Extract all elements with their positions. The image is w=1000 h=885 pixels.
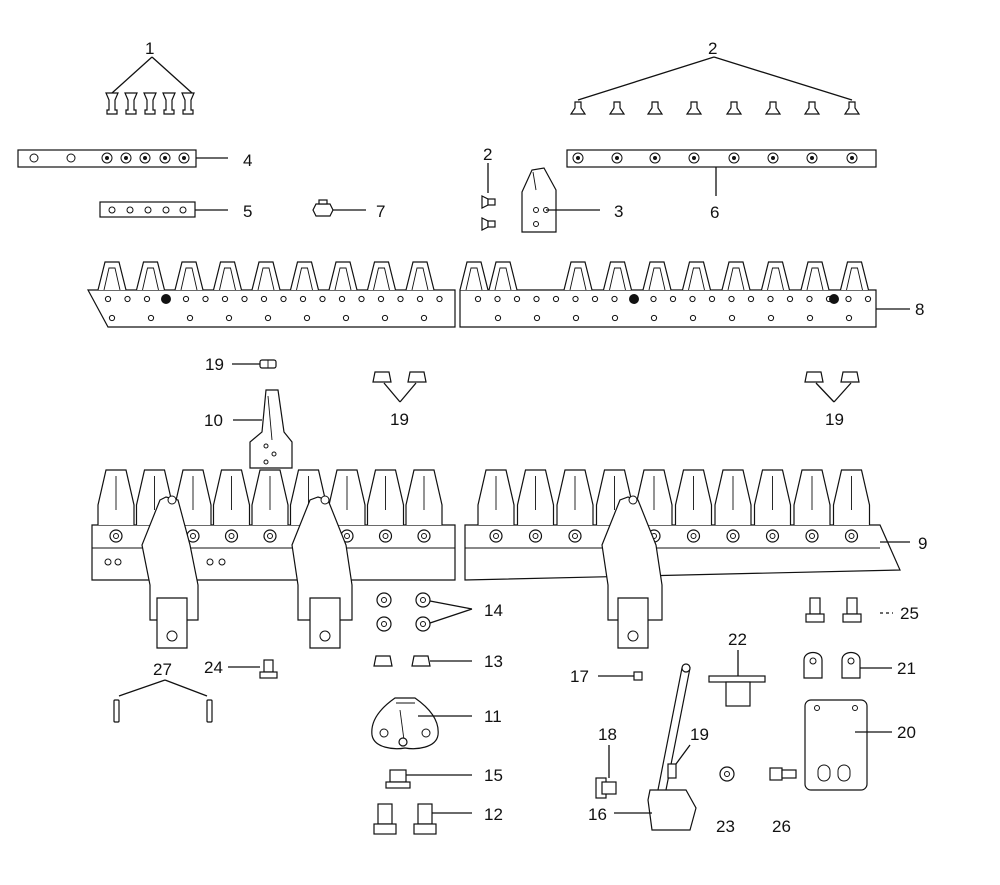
- callout-23: 23: [716, 817, 735, 836]
- knife-section: [135, 261, 166, 291]
- callout-3: 3: [614, 202, 623, 221]
- knife-section: [721, 261, 751, 291]
- callout-19-middle: 19: [390, 410, 409, 429]
- part-9-guard-assembly: [91, 469, 910, 649]
- hold-down-arm-1: [141, 495, 199, 649]
- knife-section: [174, 261, 204, 291]
- knife-bar-holes: [104, 295, 872, 322]
- knife-section: [800, 261, 830, 291]
- part-4-bar: [17, 149, 228, 168]
- callout-17: 17: [570, 667, 589, 686]
- callout-6: 6: [710, 203, 719, 222]
- knife-section: [563, 261, 593, 291]
- callout-15: 15: [484, 766, 503, 785]
- part-5-plate: [99, 201, 228, 218]
- part-27-pins: [113, 679, 213, 723]
- knife-section: [328, 261, 358, 291]
- callout-20: 20: [897, 723, 916, 742]
- callout-16: 16: [588, 805, 607, 824]
- part-12-bolts: [373, 803, 472, 835]
- part-3-guard-plate: [521, 167, 600, 233]
- callout-25: 25: [900, 604, 919, 623]
- callout-18: 18: [598, 725, 617, 744]
- callout-24: 24: [204, 658, 223, 677]
- part-25-bolts: [805, 597, 893, 623]
- part-23-washer: [719, 766, 735, 782]
- part-19-rivet-pair-right: [804, 371, 860, 403]
- callout-14: 14: [484, 601, 503, 620]
- part-13-nuts: [373, 655, 472, 667]
- callout-labels: 1 2 2 3 4 5 6 7 8 9 10 11 12 13 14 15 16…: [145, 39, 927, 836]
- part-24-bolt: [228, 659, 278, 679]
- knife-sections: [97, 261, 870, 291]
- callout-2-small: 2: [483, 145, 492, 164]
- part-2-rivets: [569, 56, 861, 115]
- knife-section: [97, 261, 127, 291]
- part-7-fitting: [312, 199, 366, 217]
- part-16-arm: [614, 663, 697, 831]
- callout-19-left: 19: [205, 355, 224, 374]
- knife-section: [212, 261, 243, 291]
- part-15-bolt: [385, 769, 472, 789]
- part-11-clip: [371, 697, 472, 750]
- knife-section: [760, 261, 791, 291]
- callout-10: 10: [204, 411, 223, 430]
- callout-1: 1: [145, 39, 154, 58]
- guard-fingers: [97, 469, 871, 525]
- part-19-rivet-lower: [667, 744, 691, 779]
- part-26-bolt: [769, 767, 797, 781]
- callout-2: 2: [708, 39, 717, 58]
- part-21-clips: [803, 651, 892, 679]
- callout-11: 11: [484, 707, 502, 726]
- part-14-washers: [376, 592, 473, 632]
- part-2-small-rivets: [481, 163, 496, 231]
- callout-13: 13: [484, 652, 503, 671]
- callout-19-right: 19: [825, 410, 844, 429]
- part-1-rivets: [105, 56, 195, 115]
- knife-section: [602, 261, 633, 291]
- callout-27: 27: [153, 660, 172, 679]
- callout-4: 4: [243, 151, 252, 170]
- part-18-bolt: [595, 745, 617, 799]
- part-19-rivet-left: [232, 359, 277, 369]
- knife-section: [251, 261, 281, 291]
- hold-down-arm-2: [291, 495, 353, 649]
- knife-section: [459, 261, 489, 291]
- knife-section: [839, 261, 870, 291]
- knife-section: [488, 261, 518, 291]
- callout-26: 26: [772, 817, 791, 836]
- knife-section: [366, 261, 397, 291]
- knife-section: [289, 261, 320, 291]
- part-20-plate: [804, 699, 892, 791]
- callout-9: 9: [918, 534, 927, 553]
- hold-down-arm-3: [601, 495, 663, 649]
- knife-section: [642, 261, 672, 291]
- part-8-knife-bar: [86, 261, 910, 328]
- part-10-guard: [233, 389, 293, 469]
- knife-section: [681, 261, 712, 291]
- part-6-bar: [566, 149, 877, 196]
- callout-7: 7: [376, 202, 385, 221]
- callout-8: 8: [915, 300, 924, 319]
- callout-19-lower: 19: [690, 725, 709, 744]
- callout-12: 12: [484, 805, 503, 824]
- part-17-pin: [598, 671, 643, 681]
- part-19-rivet-pair-middle: [372, 371, 427, 403]
- callout-22: 22: [728, 630, 747, 649]
- callout-21: 21: [897, 659, 916, 678]
- knife-section: [405, 261, 435, 291]
- part-22-bushing: [708, 650, 766, 707]
- callout-5: 5: [243, 202, 252, 221]
